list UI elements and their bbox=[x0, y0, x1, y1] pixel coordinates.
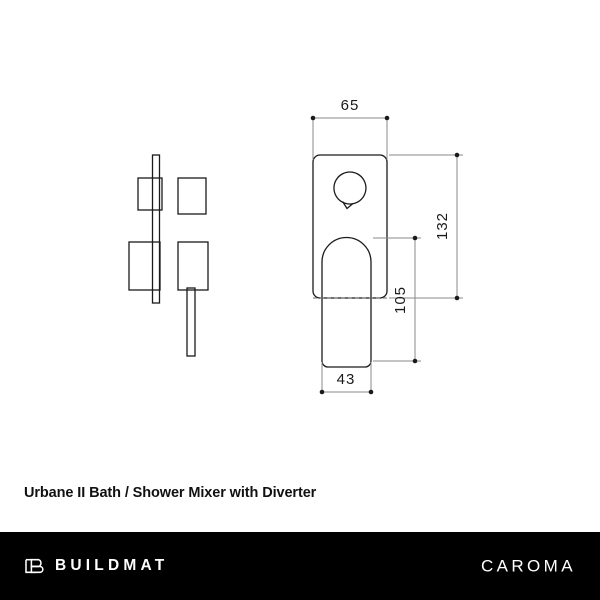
dimension-annotations: 65 132 105 bbox=[310, 97, 463, 395]
dim-65-tick-left bbox=[310, 115, 316, 121]
dimension-plate-height: 132 bbox=[389, 152, 463, 301]
side-diverter-knob-right bbox=[177, 177, 207, 215]
side-wall-plate bbox=[151, 154, 161, 304]
dim-105-tick-top bbox=[412, 235, 418, 241]
dimension-handle-width: 43 bbox=[319, 362, 374, 395]
dim-105-tick-bottom bbox=[412, 358, 418, 364]
dim-132-tick-bottom bbox=[454, 295, 460, 301]
wall-plate-rectangle bbox=[312, 154, 388, 299]
dimension-plate-width: 65 bbox=[310, 97, 390, 160]
side-mixer-handle-lever bbox=[186, 287, 196, 357]
dim-132-tick-top bbox=[454, 152, 460, 158]
technical-drawing-svg: 65 132 105 bbox=[128, 97, 463, 395]
dim-65-label: 65 bbox=[341, 97, 360, 114]
caption-bar: Urbane II Bath / Shower Mixer with Diver… bbox=[0, 470, 600, 532]
side-mixer-body-left bbox=[128, 241, 161, 291]
diverter-knob-pointer bbox=[342, 201, 354, 210]
front-elevation-view bbox=[312, 154, 388, 368]
buildmat-b-mark-icon bbox=[25, 558, 44, 574]
buildmat-wordmark: BUILDMAT bbox=[55, 557, 169, 575]
page-title: Urbane II Bath / Shower Mixer with Diver… bbox=[24, 485, 317, 501]
mixer-handle-arch bbox=[321, 236, 372, 368]
diverter-knob-circle bbox=[333, 171, 367, 205]
side-elevation-view bbox=[128, 154, 209, 357]
dimension-handle-length: 105 bbox=[373, 235, 421, 364]
footer-bar: BUILDMAT CAROMA bbox=[0, 532, 600, 600]
dim-65-tick-right bbox=[384, 115, 390, 121]
side-diverter-knob-left bbox=[137, 177, 163, 211]
buildmat-logo[interactable]: BUILDMAT bbox=[24, 557, 168, 575]
dim-43-label: 43 bbox=[337, 371, 356, 388]
dim-105-label: 105 bbox=[392, 286, 409, 314]
dim-43-tick-right bbox=[368, 389, 374, 395]
dim-43-tick-left bbox=[319, 389, 325, 395]
technical-drawing-area: 65 132 105 bbox=[128, 97, 463, 395]
side-mixer-handle-hub bbox=[177, 241, 209, 291]
dim-132-label: 132 bbox=[434, 212, 451, 240]
caroma-wordmark: CAROMA bbox=[480, 556, 576, 576]
